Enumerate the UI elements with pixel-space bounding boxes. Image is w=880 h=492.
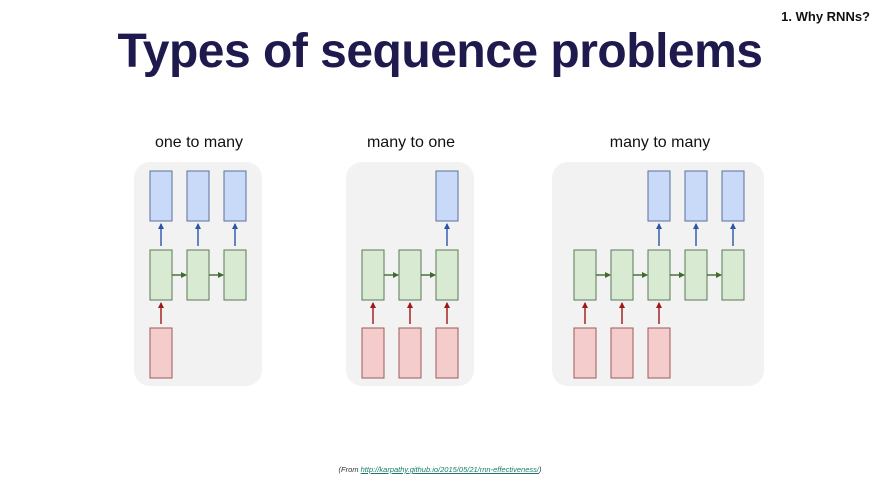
hidden-state-box [721, 249, 745, 301]
input-box [361, 327, 385, 379]
output-box [223, 170, 247, 222]
hidden-state-box [647, 249, 671, 301]
hidden-state-box [361, 249, 385, 301]
hidden-state-box [435, 249, 459, 301]
diagram-label-many-to-many: many to many [609, 134, 711, 151]
input-box [610, 327, 634, 379]
input-box [149, 327, 173, 379]
output-box [684, 170, 708, 222]
output-box [647, 170, 671, 222]
output-box [435, 170, 459, 222]
citation-prefix: (From [338, 465, 361, 474]
diagram-label-one-to-many: one to many [154, 134, 244, 151]
citation: (From http://karpathy.github.io/2015/05/… [0, 465, 880, 474]
citation-suffix: ) [538, 465, 542, 474]
section-tag: 1. Why RNNs? [781, 9, 870, 24]
input-box [647, 327, 671, 379]
hidden-state-box [684, 249, 708, 301]
input-box [398, 327, 422, 379]
output-box [186, 170, 210, 222]
hidden-state-box [149, 249, 173, 301]
hidden-state-box [610, 249, 634, 301]
hidden-state-box [573, 249, 597, 301]
output-box [149, 170, 173, 222]
input-box [573, 327, 597, 379]
hidden-state-box [186, 249, 210, 301]
input-box [435, 327, 459, 379]
slide-title: Types of sequence problems [117, 25, 763, 78]
diagram-label-many-to-one: many to one [366, 134, 456, 151]
hidden-state-box [398, 249, 422, 301]
hidden-state-box [223, 249, 247, 301]
output-box [721, 170, 745, 222]
citation-link[interactable]: http://karpathy.github.io/2015/05/21/rnn… [360, 465, 539, 474]
